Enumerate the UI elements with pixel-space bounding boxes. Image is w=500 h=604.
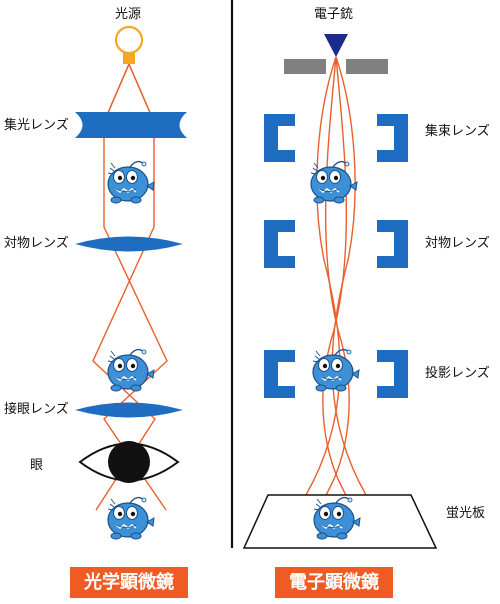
condenser-lens-label: 集光レンズ: [4, 118, 69, 133]
light-source: [114, 25, 144, 64]
specimen-fish-icon: [107, 160, 155, 204]
optical-microscope-title: 光学顕微鏡: [84, 572, 174, 593]
objective-lens-right: [377, 220, 408, 268]
eye-icon: [78, 441, 180, 483]
light-source-label: 光源: [115, 7, 142, 22]
magnified-fish-icon: [312, 348, 360, 392]
eyepiece-lens-label: 接眼レンズ: [4, 402, 69, 417]
condenser-lens-right: [377, 114, 408, 162]
condenser-lens-pair: [264, 114, 408, 162]
projector-lens-right: [377, 350, 408, 398]
aperture-right: [346, 59, 388, 74]
specimen-fish-icon: [310, 160, 358, 204]
projector-lens-left: [264, 350, 295, 398]
electron-gun-icon: [324, 34, 348, 57]
electron-beams: [305, 56, 367, 496]
objective-lens-shape: [75, 236, 183, 252]
observed-fish-icon: [107, 496, 155, 540]
fluorescent-screen-label: 蛍光板: [446, 506, 486, 521]
projector-lens-label: 投影レンズ: [425, 366, 490, 381]
light-bulb-icon: [114, 25, 144, 55]
magnified-fish-icon: [107, 348, 155, 392]
bulb-base-icon: [123, 52, 135, 64]
electron-gun-label: 電子銃: [314, 7, 354, 22]
electron-microscope-title: 電子顕微鏡: [289, 572, 379, 593]
condenser-lens-shape: [75, 112, 187, 138]
objective-lens-pair: [264, 220, 408, 268]
electron-title-box: [275, 567, 393, 598]
objective-lens-label: 対物レンズ: [425, 236, 490, 251]
optical-title-box: [70, 567, 188, 598]
objective-lens-label: 対物レンズ: [4, 236, 69, 251]
eye-label: 眼: [30, 458, 44, 473]
aperture-left: [284, 59, 326, 74]
condenser-lens-left: [264, 114, 295, 162]
condenser-lens-label: 集束レンズ: [425, 124, 490, 139]
eyepiece-lens-shape: [75, 402, 183, 418]
objective-lens-left: [264, 220, 295, 268]
